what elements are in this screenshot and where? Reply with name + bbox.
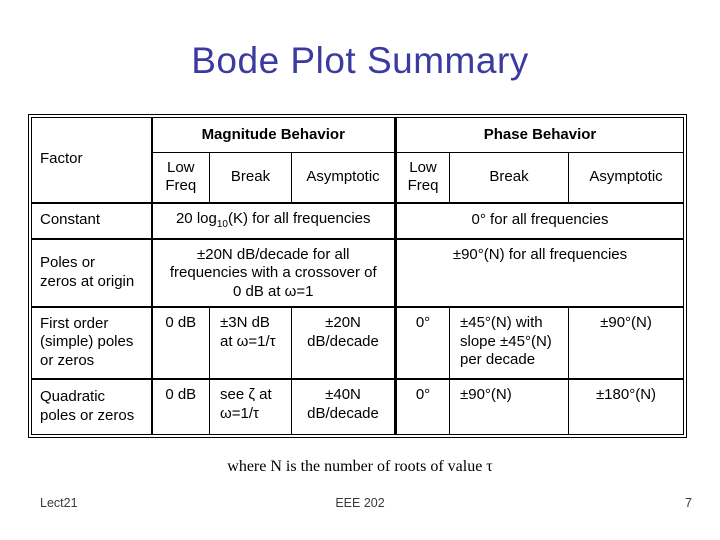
constant-mag-pre: 20 log xyxy=(175,209,217,227)
footer-lecture: Lect21 xyxy=(40,496,78,510)
cell-quadratic-mag-break: see ζ at ω=1/τ xyxy=(209,378,292,436)
header-mag-break: Break xyxy=(209,152,292,204)
header-phase-group: Phase Behavior xyxy=(394,117,684,153)
cell-quadratic-factor: Quadratic poles or zeros xyxy=(31,378,153,436)
header-phase-break: Break xyxy=(449,152,569,204)
cell-constant-magnitude: 20 log10(K) for all frequencies xyxy=(151,202,396,240)
constant-mag-subscript: 10 xyxy=(216,218,228,230)
constant-mag-post: (K) for all frequencies xyxy=(227,209,371,227)
cell-origin-phase: ±90°(N) for all frequencies xyxy=(394,237,684,308)
cell-origin-magnitude: ±20N dB/decade for all frequencies with … xyxy=(151,237,396,308)
header-magnitude-group: Magnitude Behavior xyxy=(151,117,396,153)
cell-quadratic-mag-asym: ±40N dB/decade xyxy=(291,378,396,436)
cell-first-order-mag-low: 0 dB xyxy=(151,306,210,380)
footer-course: EEE 202 xyxy=(335,496,385,510)
cell-first-order-phase-low: 0° xyxy=(394,306,450,380)
header-mag-asymptotic: Asymptotic xyxy=(291,152,396,204)
cell-quadratic-phase-low: 0° xyxy=(394,378,450,436)
footer-page-number: 7 xyxy=(685,496,692,510)
cell-constant-phase: 0° for all frequencies xyxy=(394,202,684,240)
bode-summary-table-wrapper: Factor Magnitude Behavior Phase Behavior… xyxy=(28,114,687,439)
cell-first-order-mag-asym: ±20N dB/decade xyxy=(291,306,396,380)
cell-first-order-phase-break: ±45°(N) with slope ±45°(N) per decade xyxy=(449,306,569,380)
cell-first-order-mag-break: ±3N dB at ω=1/τ xyxy=(209,306,292,380)
header-factor: Factor xyxy=(31,117,153,204)
header-mag-low-freq: Low Freq xyxy=(151,152,210,204)
header-phase-low-freq: Low Freq xyxy=(394,152,450,204)
cell-first-order-factor: First order (simple) poles or zeros xyxy=(31,306,153,380)
cell-first-order-phase-asym: ±90°(N) xyxy=(568,306,684,380)
bode-summary-table: Factor Magnitude Behavior Phase Behavior… xyxy=(31,117,684,436)
slide-title: Bode Plot Summary xyxy=(191,40,529,81)
cell-constant-factor: Constant xyxy=(31,202,153,240)
footnote: where N is the number of roots of value … xyxy=(227,458,493,475)
cell-origin-factor: Poles or zeros at origin xyxy=(31,237,153,308)
cell-quadratic-phase-break: ±90°(N) xyxy=(449,378,569,436)
header-phase-asymptotic: Asymptotic xyxy=(568,152,684,204)
cell-quadratic-mag-low: 0 dB xyxy=(151,378,210,436)
cell-quadratic-phase-asym: ±180°(N) xyxy=(568,378,684,436)
